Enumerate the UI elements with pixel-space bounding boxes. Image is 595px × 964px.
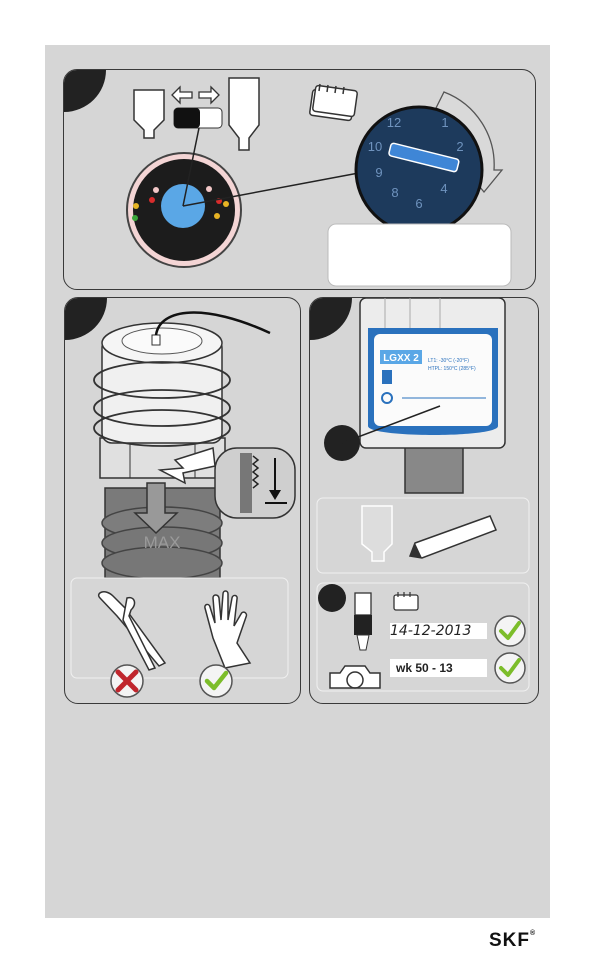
dial-number: 8 [391,185,398,200]
cartridge: LGXX 2 LT1: -30°C (-20°F) HTPL: 150°C (2… [360,298,505,448]
skf-logo: SKF® [489,930,536,952]
dial-number: 10 [368,139,382,154]
dial-number: 12 [387,115,401,130]
arrows-icon [172,87,219,103]
check-icon [200,665,232,697]
check-icon [495,653,525,683]
step-marker [65,298,107,340]
product-temp-line1: LT1: -30°C (-20°F) [428,358,469,364]
check-icon [495,616,525,646]
dial-number: 1 [441,115,448,130]
product-name: LGXX 2 [383,353,419,364]
info-box [328,224,511,286]
dial-number: 2 [456,139,463,154]
device-top-view [127,153,241,267]
dial-number: 6 [415,196,422,211]
small-cartridge-icon [134,90,164,138]
panel-settings: 12 1 2 4 6 8 9 10 [63,69,536,290]
dial-number: 4 [440,181,447,196]
step-marker [310,298,352,340]
panel-labeling: LGXX 2 LT1: -30°C (-20°F) HTPL: 150°C (2… [309,297,539,704]
calendar-icon [394,592,418,610]
product-temp-line2: HTPL: 150°C (285°F) [428,366,476,372]
dial-number: 9 [375,165,382,180]
step-marker [64,70,106,112]
week-example: wk 50 - 13 [390,659,487,677]
panel-installation: MAX [64,297,301,704]
calendar-icon [309,84,357,121]
max-label: MAX [144,533,181,552]
write-box [317,498,529,573]
callout-marker [318,584,346,612]
date-example: 14-12-2013 [390,623,487,639]
detail-inset [215,448,295,518]
lubricator-body: MAX [94,313,270,579]
time-dial: 12 1 2 4 6 8 9 10 [356,107,482,233]
cross-icon [111,665,143,697]
large-cartridge-icon [229,78,259,150]
